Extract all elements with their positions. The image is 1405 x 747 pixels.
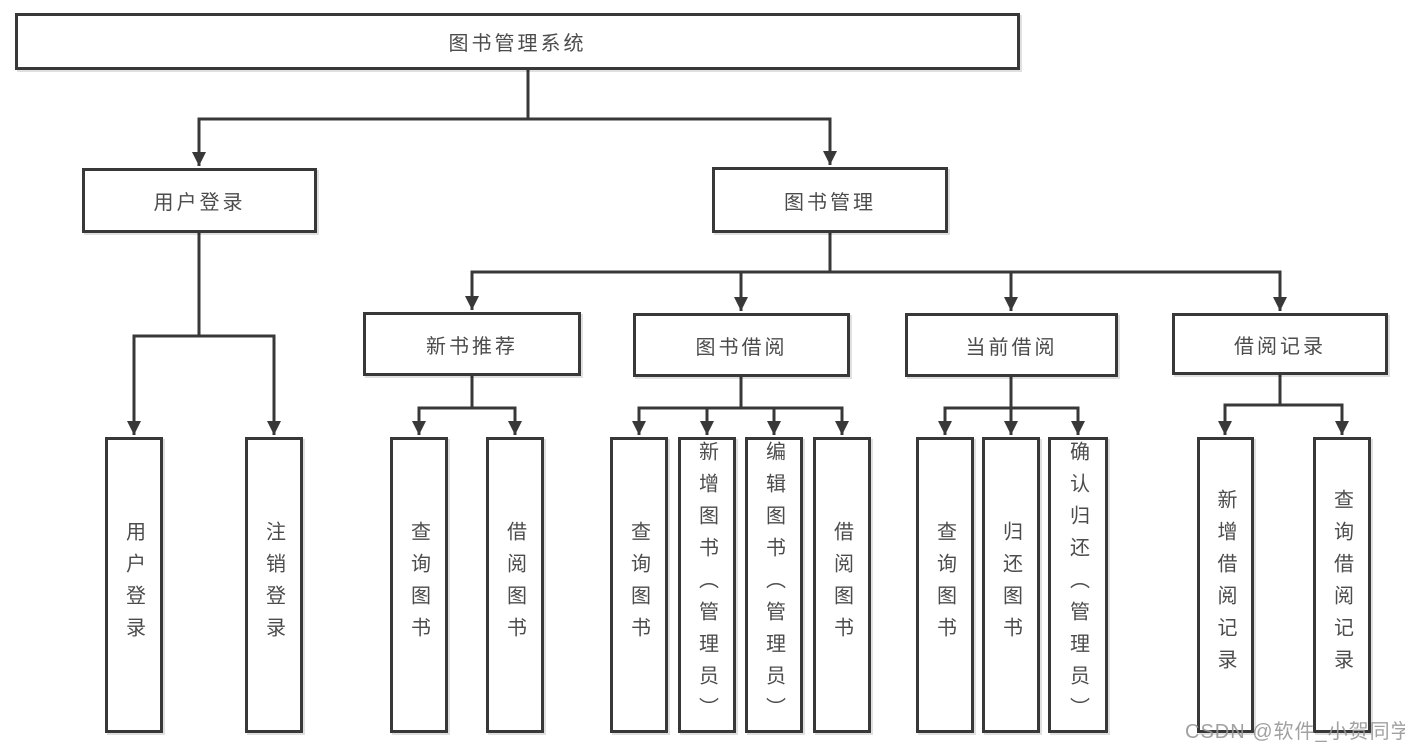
leaf-recommend-borrow-books: 借阅图书	[486, 437, 544, 733]
node-borrow-records: 借阅记录	[1172, 313, 1388, 375]
node-book-borrow: 图书借阅	[633, 313, 850, 377]
node-new-book-recommend: 新书推荐	[363, 312, 581, 376]
leaf-logout: 注销登录	[245, 437, 303, 733]
node-library-management-system: 图书管理系统	[15, 13, 1020, 70]
leaf-add-borrow-record: 新增借阅记录	[1197, 437, 1254, 733]
csdn-watermark: CSDN @软件_小贺同学	[1185, 721, 1405, 743]
node-book-management: 图书管理	[712, 167, 948, 233]
connector-trunks	[132, 70, 1344, 410]
leaf-query-borrow-record: 查询借阅记录	[1313, 437, 1371, 733]
connector-arrows	[127, 119, 1349, 435]
leaf-return-books: 归还图书	[982, 437, 1040, 733]
leaf-add-books-admin: 新增图书（管理员）	[678, 437, 736, 733]
leaf-borrow-query-books: 查询图书	[610, 437, 668, 733]
leaf-borrow-books: 借阅图书	[813, 437, 871, 733]
leaf-confirm-return-admin: 确认归还（管理员）	[1048, 437, 1108, 733]
node-user-login: 用户登录	[82, 168, 317, 233]
leaf-recommend-query-books: 查询图书	[390, 437, 448, 733]
leaf-current-query-books: 查询图书	[916, 437, 974, 733]
leaf-user-login: 用户登录	[105, 437, 163, 733]
leaf-edit-books-admin: 编辑图书（管理员）	[745, 437, 803, 733]
node-current-borrow: 当前借阅	[905, 313, 1118, 377]
